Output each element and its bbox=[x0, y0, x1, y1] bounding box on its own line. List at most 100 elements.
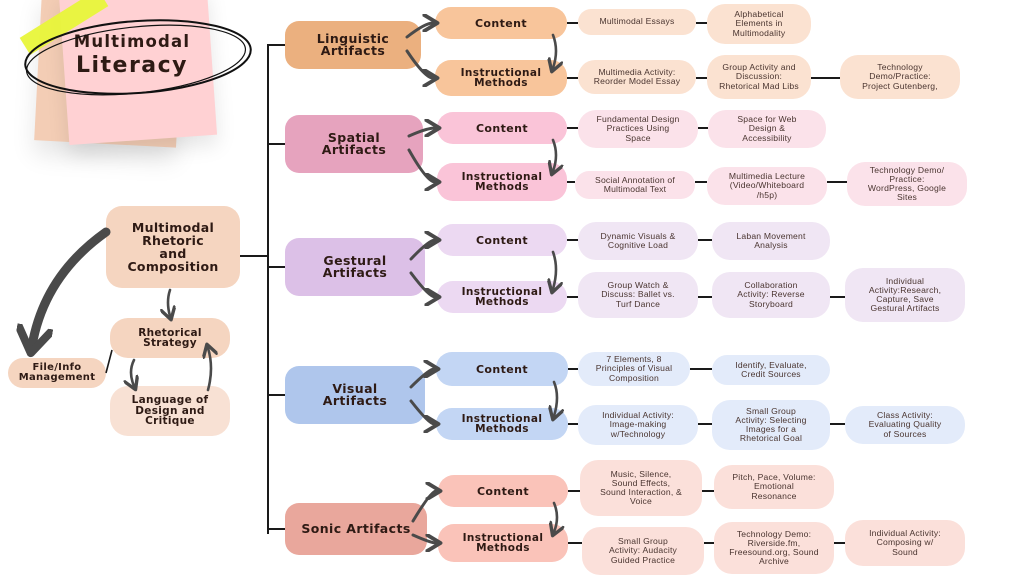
linguistic-method-item-label: Multimedia Activity: Reorder Model Essay bbox=[593, 66, 681, 86]
gestural-method-item[interactable]: Collaboration Activity: Reverse Storyboa… bbox=[712, 272, 830, 318]
visual-method-item[interactable]: Small Group Activity: Selecting Images f… bbox=[712, 400, 830, 450]
visual-content-item[interactable]: 7 Elements, 8 Principles of Visual Compo… bbox=[578, 352, 690, 386]
linguistic-to-content-arrow bbox=[405, 23, 433, 39]
language-design-label: Language of Design and Critique bbox=[131, 394, 209, 428]
root-to-strategy-arrow bbox=[168, 288, 170, 316]
spatial-content-item-label: Fundamental Design Practices Using Space bbox=[596, 114, 680, 143]
spatial-to-content-arrow bbox=[407, 128, 435, 138]
visual-content-item-label: Identify, Evaluate, Credit Sources bbox=[735, 359, 807, 379]
spatial-content-item-label: Space for Web Design & Accessibility bbox=[737, 114, 797, 143]
gestural-content-item[interactable]: Dynamic Visuals & Cognitive Load bbox=[578, 222, 698, 260]
page-title: Multimodal Literacy bbox=[62, 32, 202, 78]
language-to-strategy-arrow bbox=[208, 348, 211, 392]
artifact-spatial-label: Spatial Artifacts bbox=[321, 129, 387, 157]
root-to-file-info-arrow bbox=[32, 227, 111, 346]
artifact-visual-label: Visual Artifacts bbox=[322, 380, 388, 408]
spatial-method-item[interactable]: Multimedia Lecture (Video/Whiteboard /h5… bbox=[707, 167, 827, 205]
linguistic-method-item[interactable]: Technology Demo/Practice: Project Gutenb… bbox=[840, 55, 960, 99]
spatial-method-item[interactable]: Social Annotation of Multimodal Text bbox=[575, 171, 695, 199]
sonic-method-item[interactable]: Technology Demo: Riverside.fm, Freesound… bbox=[714, 522, 834, 574]
spatial-method-item-label: Multimedia Lecture (Video/Whiteboard /h5… bbox=[728, 171, 806, 200]
visual-to-content-arrow bbox=[409, 369, 434, 389]
gestural-content-node[interactable]: Content bbox=[437, 224, 567, 256]
linguistic-content-item[interactable]: Alphabetical Elements in Multimodality bbox=[707, 4, 811, 44]
spatial-content-node-label: Content bbox=[475, 121, 529, 135]
artifact-gestural-label: Gestural Artifacts bbox=[322, 252, 388, 280]
language-design-node[interactable]: Language of Design and Critique bbox=[110, 386, 230, 436]
visual-content-node[interactable]: Content bbox=[436, 352, 568, 386]
visual-methods-node[interactable]: Instructional Methods bbox=[436, 408, 568, 440]
file-info-connector bbox=[105, 349, 113, 374]
spatial-method-item[interactable]: Technology Demo/ Practice: WordPress, Go… bbox=[847, 162, 967, 206]
sonic-methods-node-label: Instructional Methods bbox=[462, 531, 544, 554]
gestural-to-content-arrow bbox=[409, 240, 435, 261]
sonic-methods-node[interactable]: Instructional Methods bbox=[438, 524, 568, 562]
spatial-content-to-methods-arrow bbox=[553, 138, 556, 171]
gestural-content-item[interactable]: Laban Movement Analysis bbox=[712, 222, 830, 260]
sonic-content-item[interactable]: Pitch, Pace, Volume: Emotional Resonance bbox=[714, 465, 834, 509]
gestural-to-methods-arrow bbox=[409, 271, 435, 297]
title-circle-scribble-2 bbox=[25, 24, 247, 96]
visual-content-to-methods-arrow bbox=[554, 380, 557, 416]
sonic-content-node[interactable]: Content bbox=[438, 475, 568, 507]
linguistic-to-methods-arrow bbox=[405, 49, 433, 78]
artifact-sonic[interactable]: Sonic Artifacts bbox=[285, 503, 427, 555]
visual-content-node-label: Content bbox=[475, 362, 529, 376]
sonic-content-item[interactable]: Music, Silence, Sound Effects, Sound Int… bbox=[580, 460, 702, 516]
gestural-content-to-methods-arrow bbox=[553, 250, 556, 289]
linguistic-methods-node[interactable]: Instructional Methods bbox=[435, 60, 567, 96]
root-node[interactable]: Multimodal Rhetoric and Composition bbox=[106, 206, 240, 288]
linguistic-method-item[interactable]: Group Activity and Discussion: Rhetorica… bbox=[707, 55, 811, 99]
visual-method-item[interactable]: Class Activity: Evaluating Quality of So… bbox=[845, 406, 965, 444]
sonic-method-item[interactable]: Individual Activity: Composing w/ Sound bbox=[845, 520, 965, 566]
strategy-to-language-arrow bbox=[131, 358, 134, 386]
sonic-content-item-label: Music, Silence, Sound Effects, Sound Int… bbox=[600, 468, 682, 507]
linguistic-content-item-label: Alphabetical Elements in Multimodality bbox=[732, 9, 786, 38]
artifact-spatial[interactable]: Spatial Artifacts bbox=[285, 115, 423, 173]
artifact-gestural[interactable]: Gestural Artifacts bbox=[285, 238, 425, 296]
spatial-to-methods-arrow bbox=[407, 148, 435, 182]
linguistic-methods-node-label: Instructional Methods bbox=[460, 66, 542, 89]
spatial-methods-node-label: Instructional Methods bbox=[461, 170, 543, 193]
linguistic-content-node[interactable]: Content bbox=[435, 7, 567, 39]
artifact-linguistic[interactable]: Linguistic Artifacts bbox=[285, 21, 421, 69]
sonic-content-to-methods-arrow bbox=[554, 501, 557, 532]
gestural-content-item-label: Dynamic Visuals & Cognitive Load bbox=[600, 230, 676, 250]
gestural-content-node-label: Content bbox=[475, 233, 529, 247]
linguistic-content-item[interactable]: Multimodal Essays bbox=[578, 9, 696, 35]
sonic-method-item-label: Technology Demo: Riverside.fm, Freesound… bbox=[729, 528, 819, 567]
spatial-method-item-label: Social Annotation of Multimodal Text bbox=[595, 174, 675, 194]
sonic-to-methods-arrow bbox=[411, 533, 436, 543]
gestural-method-item-label: Group Watch & Discuss: Ballet vs. Turf D… bbox=[601, 280, 675, 309]
linguistic-method-item[interactable]: Multimedia Activity: Reorder Model Essay bbox=[578, 60, 696, 94]
sonic-method-item[interactable]: Small Group Activity: Audacity Guided Pr… bbox=[582, 527, 704, 575]
gestural-methods-node[interactable]: Instructional Methods bbox=[437, 281, 567, 313]
spatial-content-item[interactable]: Space for Web Design & Accessibility bbox=[708, 110, 826, 148]
artifact-sonic-label: Sonic Artifacts bbox=[301, 520, 411, 536]
spatial-method-item-label: Technology Demo/ Practice: WordPress, Go… bbox=[867, 164, 947, 203]
gestural-content-item-label: Laban Movement Analysis bbox=[736, 230, 806, 250]
visual-method-item[interactable]: Individual Activity: Image-making w/Tech… bbox=[578, 405, 698, 445]
visual-content-item-label: 7 Elements, 8 Principles of Visual Compo… bbox=[595, 354, 673, 383]
spatial-content-item[interactable]: Fundamental Design Practices Using Space bbox=[578, 110, 698, 148]
visual-method-item-label: Class Activity: Evaluating Quality of So… bbox=[868, 410, 942, 439]
visual-to-methods-arrow bbox=[409, 399, 434, 424]
sonic-to-content-arrow bbox=[411, 491, 436, 523]
rhetorical-strategy-node[interactable]: Rhetorical Strategy bbox=[110, 318, 230, 358]
gestural-method-item[interactable]: Individual Activity:Research, Capture, S… bbox=[845, 268, 965, 322]
visual-content-item[interactable]: Identify, Evaluate, Credit Sources bbox=[712, 355, 830, 385]
file-info-node[interactable]: File/Info Management bbox=[8, 358, 106, 388]
rhetorical-strategy-label: Rhetorical Strategy bbox=[138, 326, 202, 349]
gestural-method-item[interactable]: Group Watch & Discuss: Ballet vs. Turf D… bbox=[578, 272, 698, 318]
file-info-label: File/Info Management bbox=[18, 362, 96, 383]
visual-method-item-label: Individual Activity: Image-making w/Tech… bbox=[602, 410, 674, 439]
spatial-content-node[interactable]: Content bbox=[437, 112, 567, 144]
gestural-methods-node-label: Instructional Methods bbox=[461, 285, 543, 308]
artifact-visual[interactable]: Visual Artifacts bbox=[285, 366, 425, 424]
linguistic-method-item-label: Group Activity and Discussion: Rhetorica… bbox=[719, 62, 799, 91]
visual-method-item-label: Small Group Activity: Selecting Images f… bbox=[735, 405, 807, 444]
sonic-content-node-label: Content bbox=[476, 484, 530, 498]
spatial-methods-node[interactable]: Instructional Methods bbox=[437, 163, 567, 201]
linguistic-content-to-methods-arrow bbox=[553, 33, 556, 68]
